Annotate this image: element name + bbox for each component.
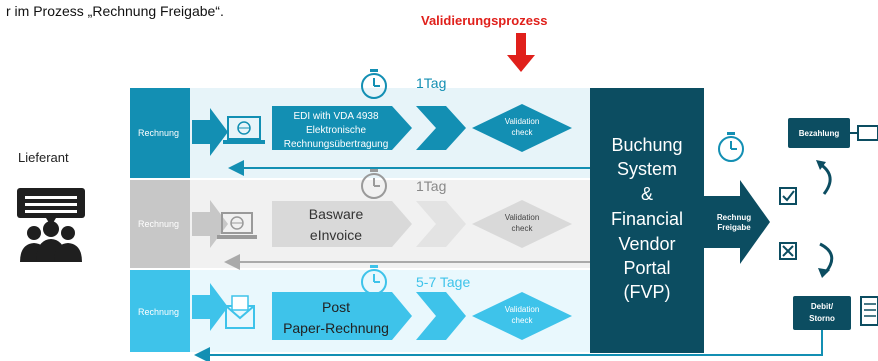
lane2-check-line2: check xyxy=(512,224,534,233)
release-line2: Freigabe xyxy=(717,223,751,232)
lane2-label-box xyxy=(130,180,190,268)
lane3-check-line2: check xyxy=(512,316,534,325)
document-icon xyxy=(860,296,878,326)
lane2-label: Rechnung xyxy=(138,219,179,229)
debit-line1: Debit/ xyxy=(811,302,834,311)
lane1-check-line1: Validation xyxy=(505,117,540,126)
system-line6: Portal xyxy=(623,258,670,278)
lane1-channel-shape xyxy=(272,106,412,150)
payment-box xyxy=(788,118,850,148)
lane2-channel-line1: Basware xyxy=(309,206,364,222)
debit-box xyxy=(793,296,851,330)
lane3-label: Rechnung xyxy=(138,307,179,317)
system-line3: & xyxy=(641,184,653,204)
lane2-stopwatch-icon xyxy=(361,169,387,199)
system-line5: Vendor xyxy=(618,234,675,254)
laptop-icon xyxy=(223,116,265,144)
checkbox-crossed-icon xyxy=(779,242,797,260)
lane3-validation-check xyxy=(472,292,572,340)
laptop-icon xyxy=(217,212,257,239)
lane3-channel-line1: Post xyxy=(322,299,350,315)
lane1-chevron xyxy=(416,106,466,150)
lane1-check-line2: check xyxy=(512,128,534,137)
lane3-chevron xyxy=(416,292,466,340)
lane3-arrow xyxy=(192,283,228,331)
system-line2: System xyxy=(617,159,677,179)
lane3-channel-shape xyxy=(272,292,412,340)
lane1-channel-line2: Elektronische xyxy=(306,125,366,136)
supplier-label: Lieferant xyxy=(18,150,69,165)
lane2-channel-shape xyxy=(272,201,412,247)
lane2-duration: 1Tag xyxy=(416,178,446,194)
debit-curve-arrow xyxy=(819,242,834,273)
lane1-channel-line3: Rechnungsübertragung xyxy=(284,139,389,150)
lane1-label: Rechnung xyxy=(138,128,179,138)
red-down-arrow xyxy=(507,33,535,72)
lane1-arrow xyxy=(192,108,228,156)
checkbox-checked-icon xyxy=(779,187,797,205)
lane1-channel-line1: EDI with VDA 4938 xyxy=(293,111,378,122)
lane2-chevron xyxy=(416,201,466,247)
lane1-duration: 1Tag xyxy=(416,75,446,91)
supplier-icon xyxy=(17,188,85,262)
lane1-stopwatch-icon xyxy=(361,69,387,99)
system-line7: (FVP) xyxy=(624,282,671,302)
release-line1: Rechnug xyxy=(717,213,751,222)
lane3-stopwatch-icon xyxy=(361,265,387,295)
payment-label: Bezahlung xyxy=(799,129,840,138)
release-arrow xyxy=(704,180,770,264)
debit-line2: Storno xyxy=(809,314,835,323)
system-line4: Financial xyxy=(611,209,683,229)
bottom-return-arrow xyxy=(194,330,823,361)
lane3-label-box xyxy=(130,270,190,352)
system-line1: Buchung xyxy=(611,135,682,155)
payment-curve-arrow xyxy=(819,162,832,195)
lane3-channel-line2: Paper-Rechnung xyxy=(283,320,389,336)
intro-text: r im Prozess „Rechnung Freigabe“. xyxy=(6,3,224,19)
lane2-check-line1: Validation xyxy=(505,213,540,222)
system-panel xyxy=(590,88,704,353)
lane3-check-line1: Validation xyxy=(505,305,540,314)
payment-icon xyxy=(850,125,878,141)
lane3-duration: 5-7 Tage xyxy=(416,274,470,290)
validation-title: Validierungsprozess xyxy=(421,13,547,28)
lane1-label-box xyxy=(130,88,190,178)
envelope-icon xyxy=(225,295,255,329)
lane2-channel-line2: eInvoice xyxy=(310,227,362,243)
release-stopwatch-icon xyxy=(718,132,744,162)
lane2-validation-check xyxy=(472,200,572,248)
lane1-validation-check xyxy=(472,104,572,152)
